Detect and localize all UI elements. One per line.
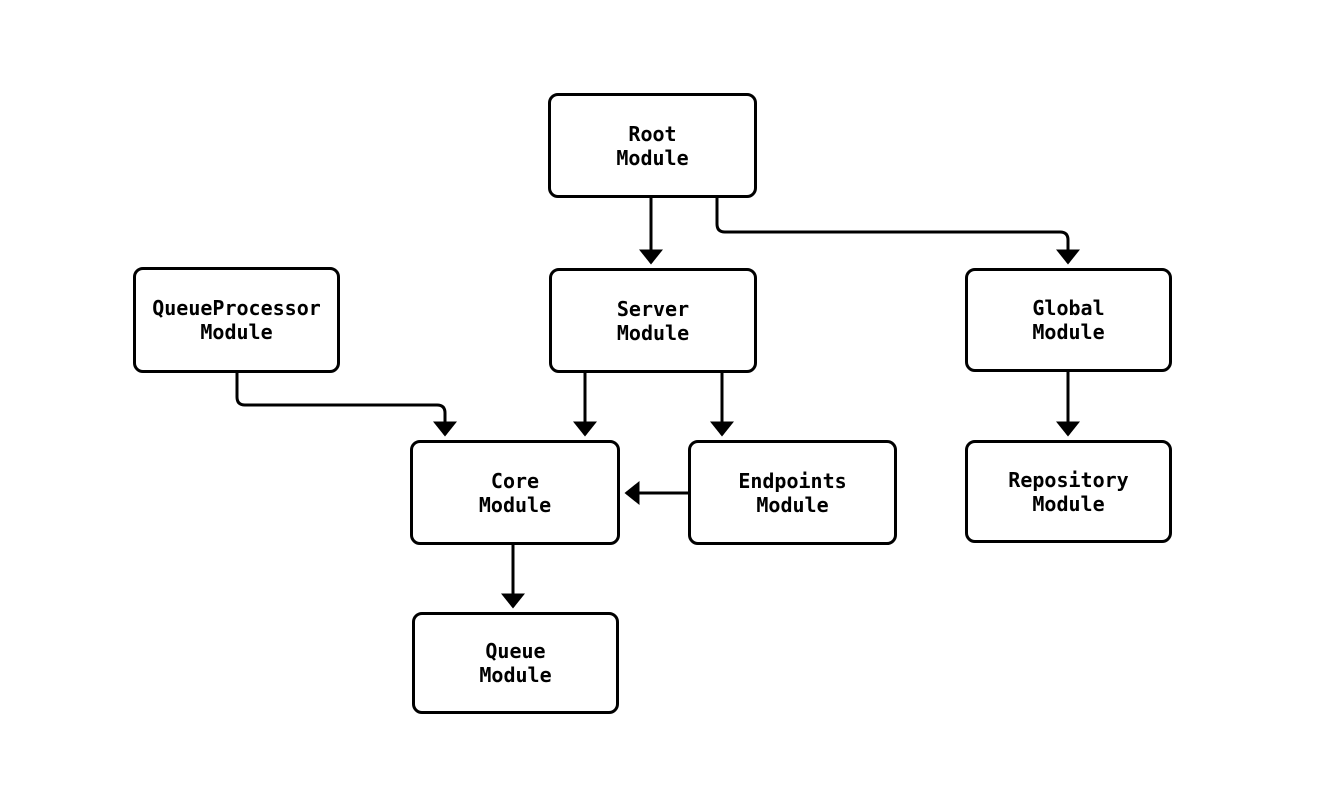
- node-core-module: Core Module: [410, 440, 620, 545]
- edge-root-to-global: [715, 198, 1080, 265]
- node-repository-module: Repository Module: [965, 440, 1172, 543]
- node-root-module-label: Root Module: [616, 121, 689, 170]
- node-queue-module-label: Queue Module: [479, 639, 552, 687]
- edge-queueprocessor-to-core: [235, 373, 457, 437]
- node-core-module-label: Core Module: [478, 468, 552, 517]
- node-repository-module-label: Repository Module: [1008, 467, 1129, 516]
- node-global-module: Global Module: [965, 268, 1172, 372]
- node-root-module: Root Module: [548, 93, 757, 198]
- node-server-module: Server Module: [549, 268, 757, 373]
- node-queueprocessor-module: QueueProcessor Module: [133, 267, 340, 373]
- node-endpoints-module-label: Endpoints Module: [738, 468, 847, 517]
- node-queue-module: Queue Module: [412, 612, 619, 714]
- node-endpoints-module: Endpoints Module: [688, 440, 897, 545]
- node-global-module-label: Global Module: [1032, 296, 1105, 344]
- node-queueprocessor-module-label: QueueProcessor Module: [152, 296, 321, 344]
- node-server-module-label: Server Module: [616, 296, 690, 345]
